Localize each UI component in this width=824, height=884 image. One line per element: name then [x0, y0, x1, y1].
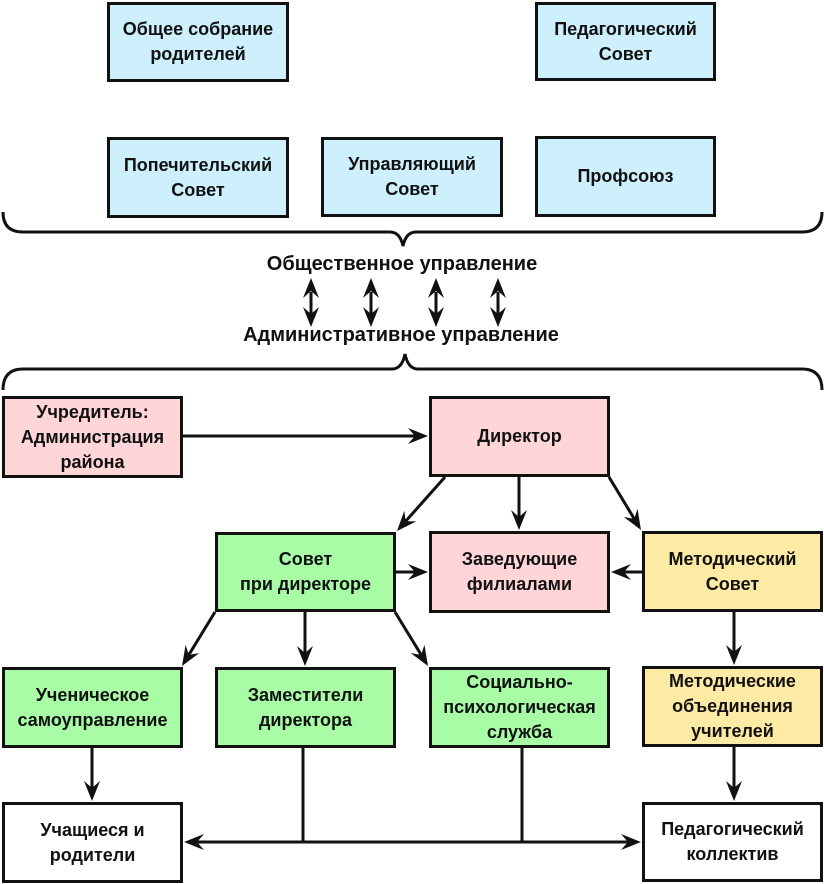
governance-link-arrow-up-head: [303, 278, 319, 298]
student-government-box: Ученическое самоуправление: [2, 667, 183, 748]
council-to-student-government-arrow: [185, 611, 217, 659]
council-to-social-psych-arrow: [393, 611, 425, 659]
student-government-to-students-arrow-head: [84, 781, 100, 801]
governing-council-box: Управляющий Совет: [321, 137, 503, 217]
social-psych-service-box: Социально- психологическая служба: [429, 667, 610, 748]
deputy-directors-box: Заместители директора: [215, 667, 396, 748]
council-to-social-psych-arrow-head: [410, 644, 428, 666]
director-to-council-arrow-head: [397, 510, 417, 531]
director-to-methodical-council-arrow-head: [623, 508, 641, 530]
board-of-trustees-box: Попечительский Совет: [107, 137, 289, 218]
governance-link-arrow-up-head: [363, 278, 379, 298]
administrative-governance-brace: [1, 353, 824, 391]
methodical-council-box: Методический Совет: [642, 531, 823, 612]
methodical-council-to-branch-heads-arrow-head: [611, 564, 631, 580]
council-director-box: Совет при директоре: [215, 532, 396, 612]
methodical-council-to-associations-arrow-head: [726, 645, 742, 665]
council-to-branch-heads-arrow-head: [408, 564, 428, 580]
administrative-governance-label: Административное управление: [243, 324, 559, 346]
director-to-council-arrow: [402, 476, 447, 525]
branch-heads-box: Заведующие филиалами: [429, 531, 610, 613]
parents-meeting-box: Общее собрание родителей: [107, 2, 289, 82]
public-governance-label: Общественное управление: [266, 253, 538, 275]
governance-link-arrow-up-head: [428, 278, 444, 298]
teaching-staff-box: Педагогический коллектив: [642, 802, 823, 882]
director-to-branch-heads-arrow-head: [511, 510, 527, 530]
director-box: Директор: [429, 396, 610, 477]
governance-link-arrow-down-head: [490, 307, 506, 327]
governance-link-arrow-down-head: [303, 307, 319, 327]
founder-to-director-arrow-head: [408, 428, 428, 444]
council-to-deputies-arrow-head: [297, 646, 313, 666]
governance-link-arrow-down-head: [363, 307, 379, 327]
governance-link-arrow-up-head: [490, 278, 506, 298]
founder-box: Учредитель: Администрация района: [2, 396, 183, 478]
bus-to-teaching-staff-arrow-head: [621, 834, 641, 850]
council-to-student-government-arrow-head: [182, 644, 200, 666]
trade-union-box: Профсоюз: [535, 136, 716, 217]
bus-to-students-arrow-head: [184, 834, 204, 850]
pedagogical-council-box: Педагогический Совет: [535, 2, 716, 81]
public-governance-brace: [1, 211, 824, 247]
associations-to-teaching-staff-arrow-head: [726, 781, 742, 801]
director-to-methodical-council-arrow: [607, 476, 638, 523]
students-parents-box: Учащиеся и родители: [2, 802, 183, 883]
governance-link-arrow-down-head: [428, 307, 444, 327]
methodical-associations-box: Методические объединения учителей: [642, 666, 823, 747]
